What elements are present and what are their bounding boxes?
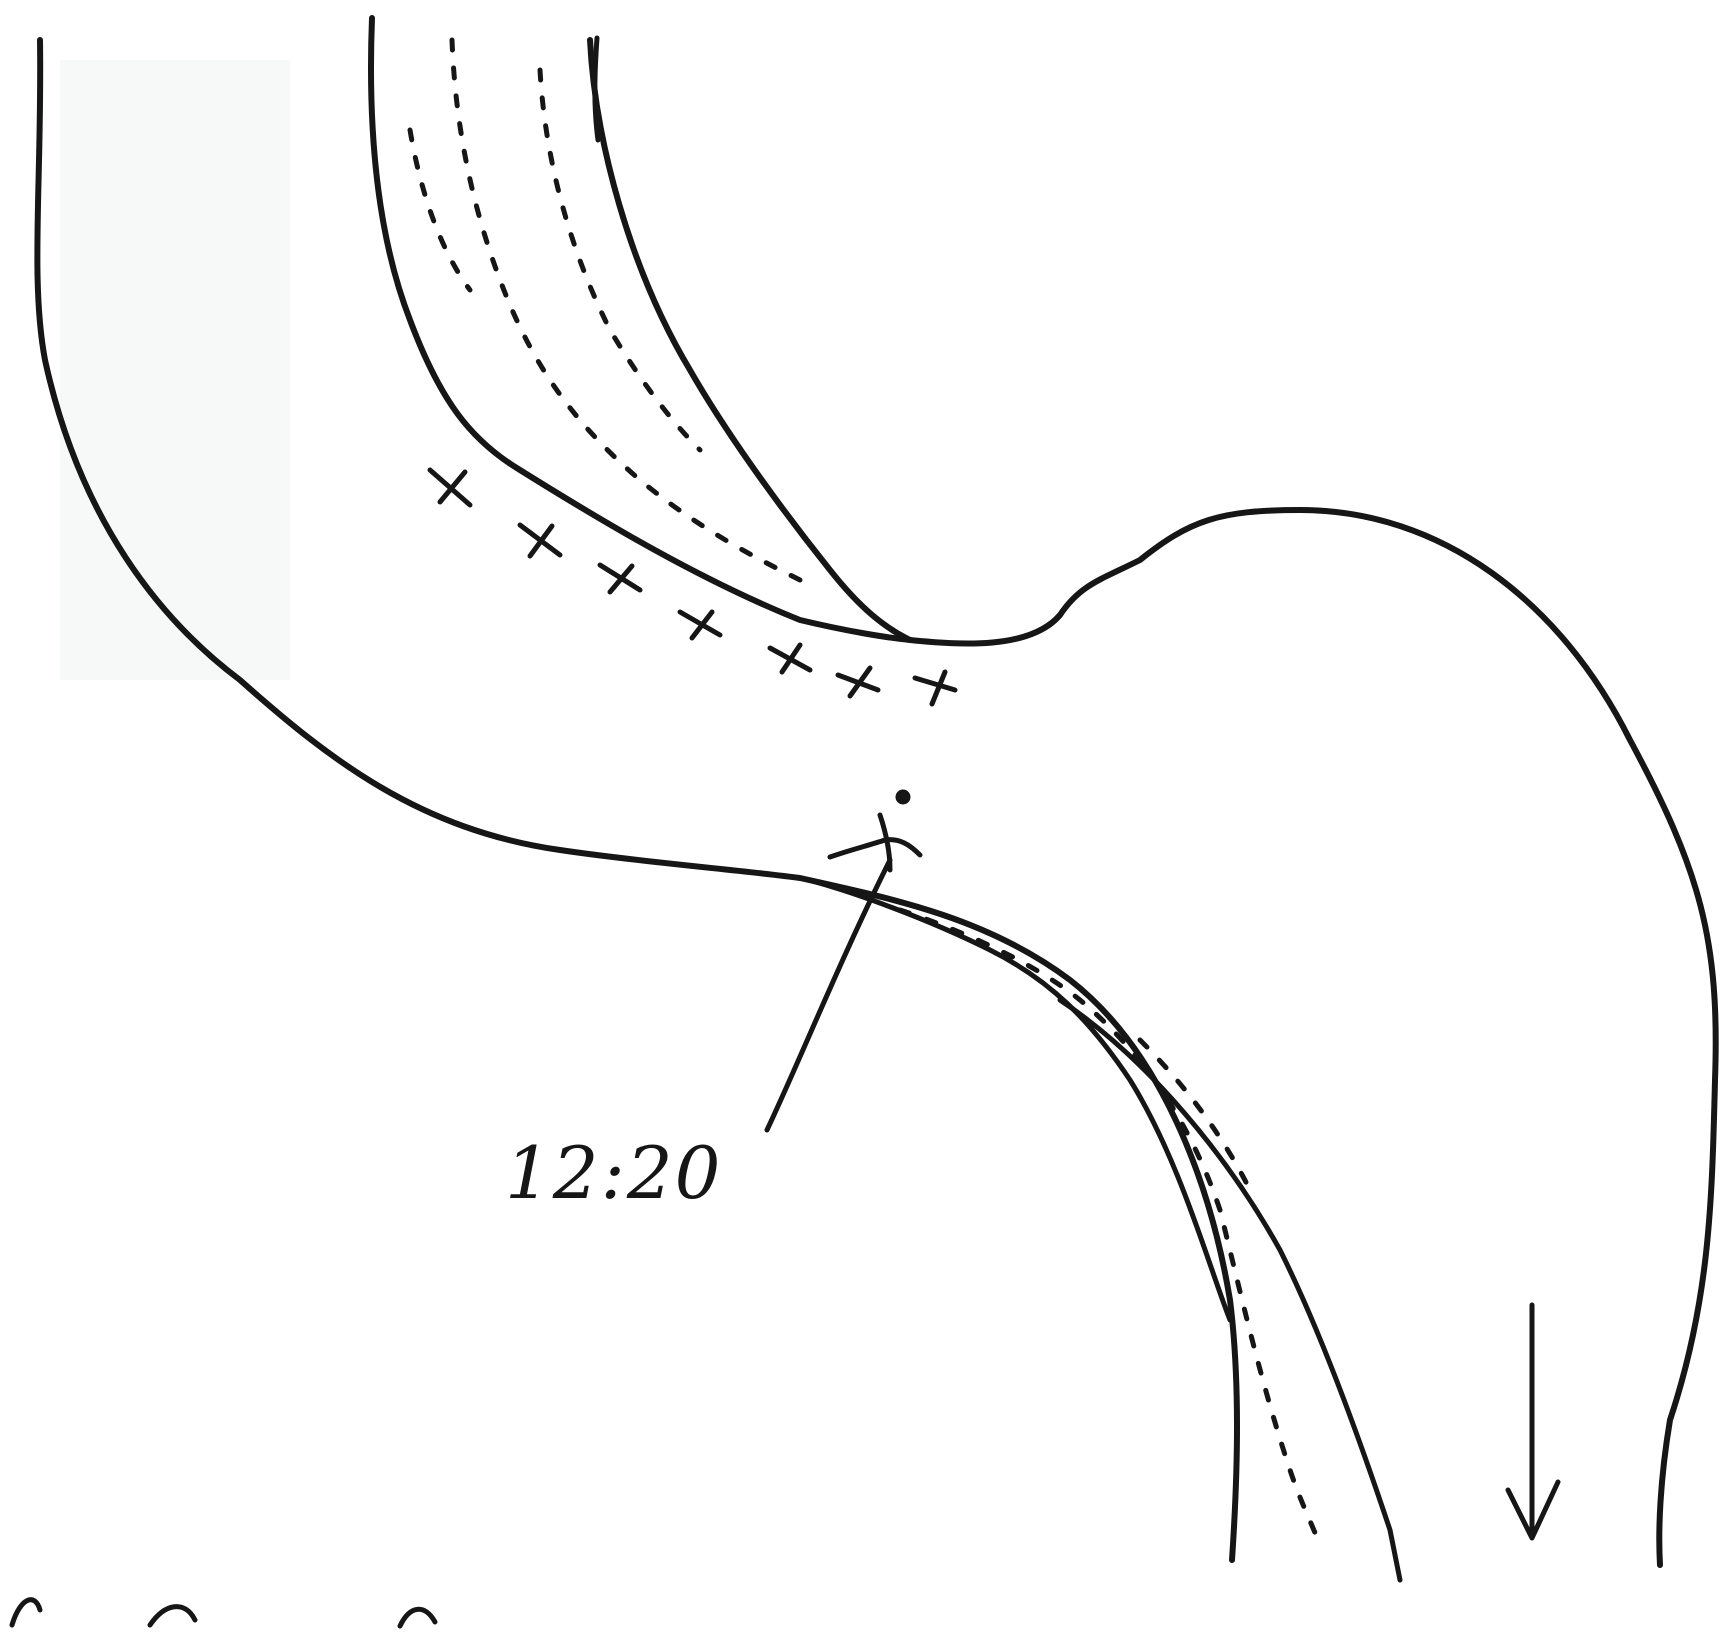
pointer-line [767, 860, 890, 1130]
upper-tube-texture-2 [540, 70, 700, 450]
marker-figure [830, 792, 920, 870]
upper-tube-texture [452, 40, 800, 580]
suture-crosses [430, 470, 955, 704]
upper-tube-inner-line [590, 40, 910, 640]
time-annotation-label: 12:20 [505, 1131, 723, 1215]
lower-tube-texture [900, 910, 1318, 1540]
upper-tube-outer-line [371, 18, 910, 640]
stomach-outline [910, 510, 1716, 1565]
down-arrow-icon [1508, 1305, 1558, 1538]
paper-shading [60, 60, 290, 680]
bottom-scribble [12, 1600, 435, 1626]
upper-tube-texture-3 [410, 130, 470, 290]
upper-tube-inner-line-tick [595, 38, 598, 140]
